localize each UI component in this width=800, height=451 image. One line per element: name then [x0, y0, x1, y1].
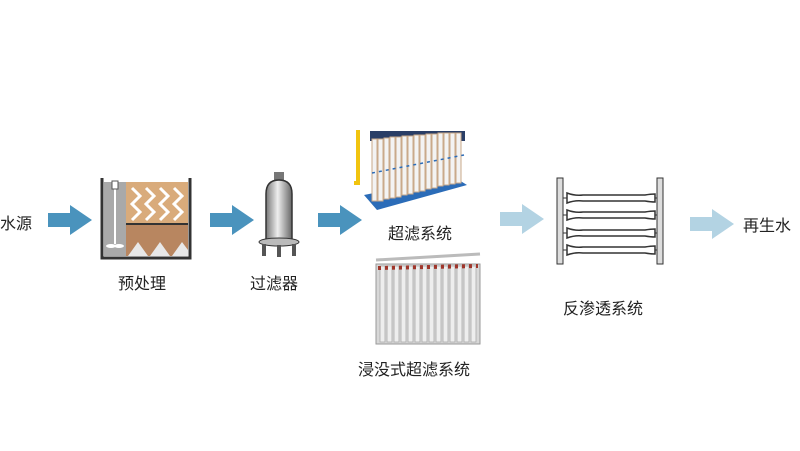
source-label: 水源 — [0, 214, 33, 233]
arrow-4 — [500, 204, 544, 234]
arrow-3 — [318, 205, 362, 235]
ro-label: 反渗透系统 — [563, 299, 644, 318]
arrow-2 — [210, 205, 254, 235]
reverse-osmosis-icon — [556, 177, 664, 265]
uf-label: 超滤系统 — [388, 224, 453, 243]
pretreatment-tank-icon — [100, 178, 192, 260]
pretreatment-label: 预处理 — [118, 274, 167, 293]
filter-vessel-icon — [258, 172, 300, 257]
submerged-uf-module-icon — [375, 252, 481, 345]
arrow-5 — [690, 209, 734, 239]
submerged-uf-label: 浸没式超滤系统 — [358, 360, 471, 379]
reclaimed-water-label: 再生水 — [743, 216, 792, 235]
arrow-1 — [48, 205, 92, 235]
ultrafiltration-module-icon — [354, 130, 467, 210]
filter-label: 过滤器 — [250, 274, 299, 293]
